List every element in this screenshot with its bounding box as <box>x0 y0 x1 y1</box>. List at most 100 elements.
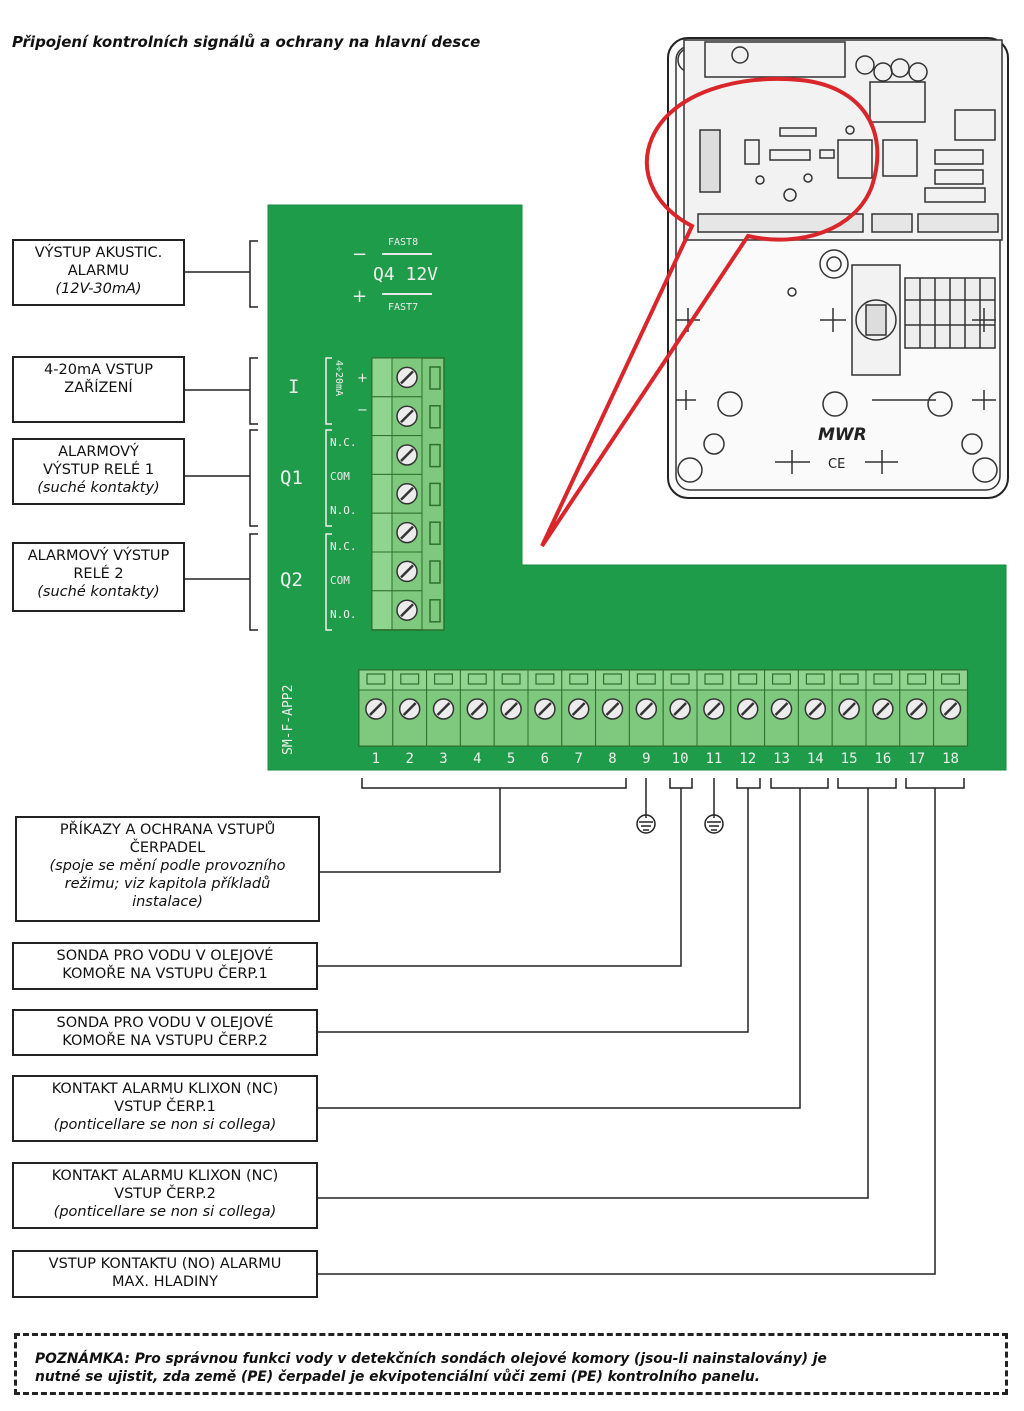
label-max-level: VSTUP KONTAKTU (NO) ALARMU MAX. HLADINY <box>12 1250 318 1298</box>
relay-contact-label: N.O. <box>330 608 357 621</box>
label-line: (suché kontakty) <box>37 480 160 496</box>
terminal-number: 1 <box>372 751 380 767</box>
label-4-20ma-input: 4-20mA VSTUP ZAŘÍZENÍ <box>12 356 185 423</box>
label-line: instalace) <box>132 894 203 910</box>
label-klixon-pump2: KONTAKT ALARMU KLIXON (NC) VSTUP ČERP.2 … <box>12 1162 318 1229</box>
panel-ce-mark: CE <box>828 457 845 472</box>
label-line: ČERPADEL <box>129 840 206 856</box>
horizontal-terminal <box>358 669 394 747</box>
terminal-number: 11 <box>705 751 722 767</box>
horizontal-terminal <box>426 669 461 747</box>
label-line: režimu; viz kapitola příkladů <box>64 876 271 892</box>
vertical-terminal <box>371 435 441 475</box>
label-line: SONDA PRO VODU V OLEJOVÉ <box>56 948 274 964</box>
label-line: VSTUP ČERP.1 <box>114 1099 216 1115</box>
label-line: ALARMOVÝ <box>58 444 139 460</box>
terminal-number: 8 <box>608 751 616 767</box>
board-model: SM-F-APP2 <box>281 685 296 755</box>
vertical-terminal <box>371 590 441 631</box>
label-line: ZAŘÍZENÍ <box>64 380 133 396</box>
terminal-number: 14 <box>807 751 824 767</box>
label-klixon-pump1: KONTAKT ALARMU KLIXON (NC) VSTUP ČERP.1 … <box>12 1075 318 1142</box>
terminal-number: 6 <box>541 751 549 767</box>
label-line: PŘÍKAZY A OCHRANA VSTUPŮ <box>59 822 276 838</box>
fuse-minus: − <box>352 244 367 265</box>
horizontal-terminal <box>899 669 935 747</box>
relay-contact-label: N.O. <box>330 504 357 517</box>
ma-plus: + <box>357 371 368 386</box>
horizontal-terminal <box>797 669 833 747</box>
relay-contact-label: N.C. <box>330 540 357 553</box>
bottom-wiring <box>318 778 965 1275</box>
ma-minus: − <box>357 403 368 418</box>
terminal-number: 15 <box>841 751 858 767</box>
label-line: (ponticellare se non si collega) <box>53 1117 277 1133</box>
label-relay2-output: ALARMOVÝ VÝSTUP RELÉ 2 (suché kontakty) <box>12 542 185 612</box>
terminal-number: 3 <box>439 751 447 767</box>
page-title: Připojení kontrolních signálů a ochrany … <box>12 33 481 51</box>
horizontal-terminal <box>933 669 968 747</box>
label-line: MAX. HLADINY <box>112 1274 218 1290</box>
note-box: POZNÁMKA: Pro správnou funkci vody v det… <box>14 1333 1008 1395</box>
fuse-q4 <box>382 253 432 295</box>
label-line: RELÉ 2 <box>73 566 124 582</box>
label-line: (12V-30mA) <box>55 281 142 297</box>
vertical-terminal <box>371 551 441 592</box>
terminal-number: 16 <box>874 751 891 767</box>
label-line: 4-20mA VSTUP <box>44 362 153 378</box>
terminal-number: 7 <box>574 751 582 767</box>
relay-contact-label: COM <box>330 574 350 587</box>
horizontal-terminal <box>730 669 766 747</box>
vertical-terminal <box>371 512 441 553</box>
fuse-bottom-label: FAST7 <box>388 302 418 313</box>
fuse-q4-label: Q4 12V <box>373 264 438 285</box>
vertical-terminal <box>371 357 441 398</box>
fuse-plus: + <box>352 286 367 307</box>
zoom-callout <box>540 76 880 548</box>
ma-range-label: 4÷20mA <box>333 360 344 396</box>
group-q1-label: Q1 <box>280 467 303 489</box>
horizontal-terminal <box>628 669 664 747</box>
terminal-number: 13 <box>773 751 790 767</box>
main-board <box>267 204 1007 771</box>
group-i-label: I <box>288 376 299 398</box>
left-brackets <box>185 240 258 631</box>
relay-contact-label: COM <box>330 470 350 483</box>
terminal-number: 5 <box>507 751 515 767</box>
label-relay1-output: ALARMOVÝ VÝSTUP RELÉ 1 (suché kontakty) <box>12 438 185 505</box>
horizontal-terminal <box>831 669 867 747</box>
terminal-number: 2 <box>405 751 413 767</box>
label-probe-pump1: SONDA PRO VODU V OLEJOVÉ KOMOŘE NA VSTUP… <box>12 942 318 990</box>
horizontal-terminal <box>527 669 563 747</box>
label-line: VÝSTUP RELÉ 1 <box>42 462 155 478</box>
label-line: ALARMOVÝ VÝSTUP <box>27 548 170 564</box>
terminal-number: 12 <box>739 751 756 767</box>
terminal-number: 17 <box>908 751 925 767</box>
horizontal-terminal <box>764 669 799 747</box>
horizontal-terminal <box>561 669 597 747</box>
horizontal-terminal <box>865 669 901 747</box>
terminal-number: 10 <box>672 751 689 767</box>
label-line: (ponticellare se non si collega) <box>53 1204 277 1220</box>
panel-brand: MWR <box>818 425 867 445</box>
group-q2-label: Q2 <box>280 569 303 591</box>
label-line: VÝSTUP AKUSTIC. <box>34 245 163 261</box>
label-line: KONTAKT ALARMU KLIXON (NC) <box>51 1081 279 1097</box>
label-line: KOMOŘE NA VSTUPU ČERP.2 <box>62 1033 268 1049</box>
vertical-terminal <box>371 396 441 437</box>
label-line: KOMOŘE NA VSTUPU ČERP.1 <box>62 966 268 982</box>
label-line: (spoje se mění podle provozního <box>49 858 286 874</box>
control-panel-illustration <box>667 37 1009 499</box>
label-line: ALARMU <box>67 263 130 279</box>
horizontal-terminal <box>662 669 698 747</box>
terminal-number: 4 <box>473 751 481 767</box>
label-line: VSTUP ČERP.2 <box>114 1186 216 1202</box>
relay-contact-label: N.C. <box>330 436 357 449</box>
label-acoustic-alarm-output: VÝSTUP AKUSTIC. ALARMU (12V-30mA) <box>12 239 185 306</box>
terminal-number: 18 <box>942 751 959 767</box>
label-line: VSTUP KONTAKTU (NO) ALARMU <box>48 1256 282 1272</box>
label-probe-pump2: SONDA PRO VODU V OLEJOVÉ KOMOŘE NA VSTUP… <box>12 1009 318 1056</box>
label-line: SONDA PRO VODU V OLEJOVÉ <box>56 1015 274 1031</box>
horizontal-terminal <box>493 669 529 747</box>
